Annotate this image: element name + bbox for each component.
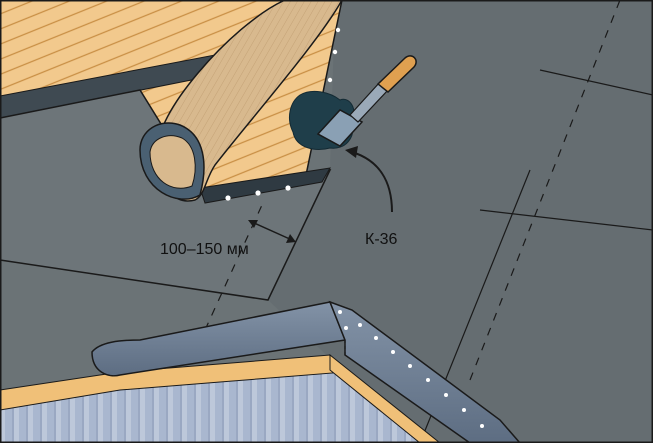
membrane-roll: [158, 0, 343, 202]
nail-3: [285, 185, 291, 191]
sheet-edge-band: [199, 167, 331, 204]
nail-1: [225, 195, 231, 201]
seam-line-2: [539, 69, 653, 96]
seam-line-1: [479, 209, 653, 231]
overlap-label: 100–150 мм: [160, 241, 249, 258]
compound-label: К-36: [365, 231, 398, 248]
roll-core: [149, 135, 196, 189]
dashed-line-right: [469, 0, 621, 381]
compound-arrow: [345, 146, 393, 213]
putty-knife: [316, 55, 417, 147]
nail-4: [335, 27, 341, 33]
flashing-nails: [338, 310, 484, 428]
nail-6: [327, 77, 333, 83]
nail-5: [332, 49, 338, 55]
nail-2: [255, 190, 261, 196]
overlap-arrow: [248, 220, 296, 243]
